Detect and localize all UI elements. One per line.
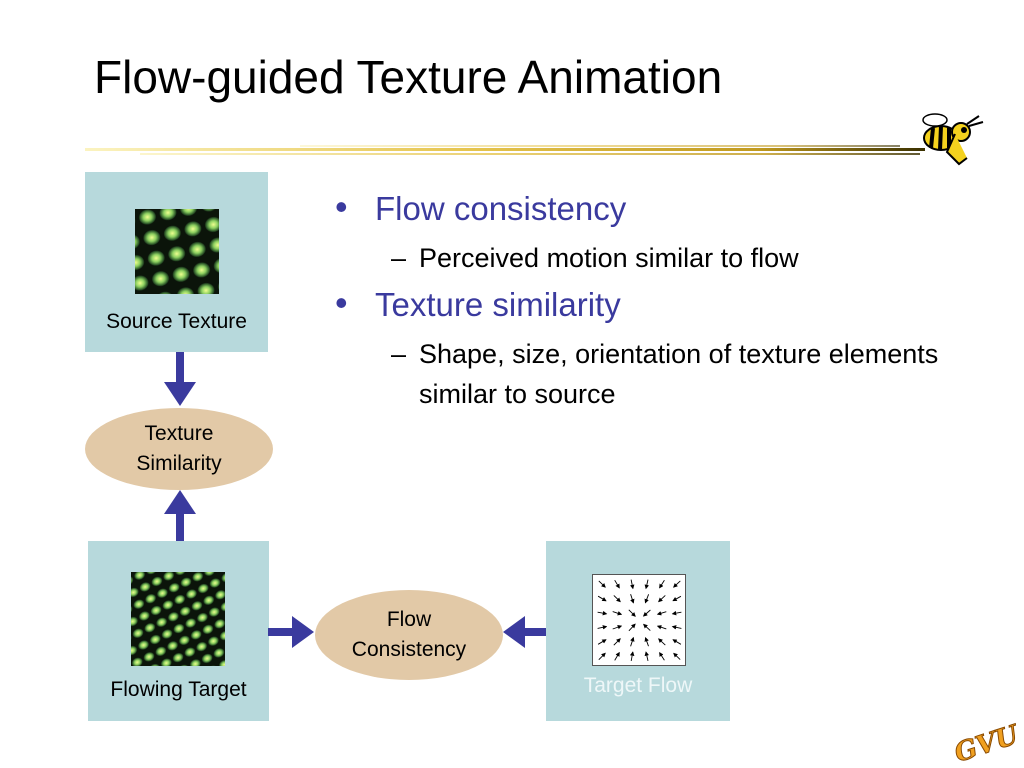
flow-vector-arrow (630, 594, 635, 604)
arrow-left-icon (503, 616, 548, 648)
flow-vector-arrow (612, 625, 623, 630)
flow-vector-arrow (658, 595, 666, 603)
dash-icon: – (391, 339, 407, 369)
flow-vector-arrow (598, 580, 606, 588)
flow-vector-arrow (630, 636, 635, 647)
flow-vector-arrow (644, 636, 649, 647)
flow-vector-arrow (597, 639, 607, 645)
flowing-target-box: Flowing Target (88, 541, 269, 721)
flow-vector-arrow (613, 638, 621, 646)
arrow-down-icon (164, 352, 196, 406)
bullet-flow-consistency: • Flow consistency (335, 186, 627, 227)
sub-bullet-shape-size: – Shape, size, orientation of texture el… (335, 334, 939, 414)
source-texture-image (135, 209, 219, 294)
source-texture-label: Source Texture (106, 310, 247, 333)
flow-vector-arrow (643, 623, 651, 631)
arrow-right-icon (268, 616, 314, 648)
target-flow-label: Target Flow (583, 674, 693, 697)
flow-vector-arrow (612, 611, 623, 616)
gvu-logo-text: GVU (951, 720, 1017, 766)
flow-consistency-oval: Flow Consistency (315, 590, 503, 680)
flow-vector-arrow (673, 580, 681, 588)
flow-vector-arrow (642, 609, 651, 617)
flowing-target-label: Flowing Target (110, 678, 247, 701)
sub-bullet-perceived-motion: – Perceived motion similar to flow (335, 238, 995, 278)
bullet-list: • Flow consistency – Perceived motion si… (335, 186, 995, 420)
source-texture-box: Source Texture (85, 172, 268, 352)
flow-vector-arrow (659, 579, 665, 589)
flow-vector-arrow (614, 651, 620, 661)
yellow-jacket-mascot-icon (922, 113, 984, 166)
dash-icon: – (391, 243, 407, 273)
flow-vector-arrow (629, 651, 635, 661)
bullet-dot-icon: • (335, 186, 348, 227)
bullet-dot-icon: • (335, 282, 348, 323)
title-underline-decoration (85, 145, 925, 155)
flow-vector-arrow (629, 579, 635, 590)
texture-similarity-oval: Texture Similarity (85, 408, 273, 490)
flow-consistency-line1: Flow (386, 608, 432, 631)
flow-vector-arrow (659, 651, 665, 661)
flow-vector-arrow (658, 638, 666, 646)
flow-vector-arrow (628, 609, 636, 617)
flow-vector-arrow (644, 594, 650, 604)
flow-vector-arrow (644, 579, 649, 590)
flow-vector-arrow (671, 625, 682, 630)
flow-vector-arrow (672, 595, 682, 602)
flow-vector-arrow (656, 625, 667, 630)
flow-consistency-line2: Consistency (351, 638, 467, 661)
arrow-up-icon (164, 490, 196, 541)
flow-vector-arrow (671, 610, 682, 616)
flow-vector-arrow (614, 579, 620, 589)
texture-similarity-line1: Texture (144, 422, 214, 445)
flow-vector-arrow (628, 623, 636, 632)
bullet-texture-similarity: • Texture similarity (335, 282, 621, 323)
flow-vector-arrow (597, 595, 607, 602)
gvu-logo: GVU (950, 719, 1017, 766)
flow-vector-arrow (613, 595, 621, 603)
flow-vector-arrow (673, 652, 681, 660)
flow-vector-arrow (656, 611, 667, 616)
flow-vector-arrow (672, 639, 682, 645)
texture-similarity-line2: Similarity (136, 452, 222, 475)
flow-vector-arrow (597, 625, 608, 630)
target-flow-box: Target Flow (546, 541, 730, 721)
flow-vector-arrow (644, 651, 649, 661)
flow-vector-arrow (597, 610, 608, 616)
flow-vector-arrow (598, 652, 606, 661)
target-flow-field-image (592, 574, 686, 666)
flowing-target-image (131, 572, 225, 666)
slide-title: Flow-guided Texture Animation (94, 51, 723, 103)
